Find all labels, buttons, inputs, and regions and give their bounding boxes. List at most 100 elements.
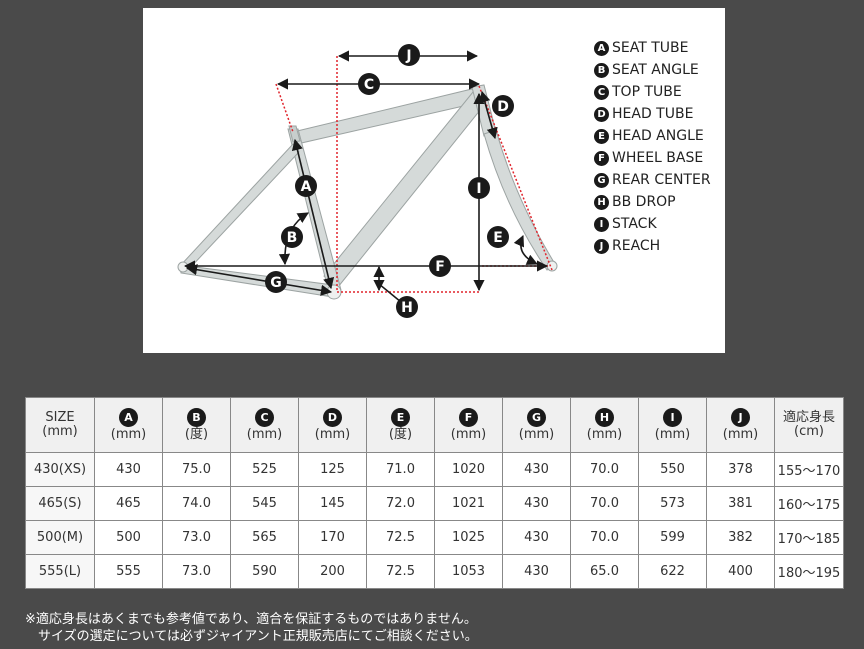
value-cell: 1053 (434, 554, 503, 589)
marker-c: C (358, 73, 380, 95)
value-cell: 125 (298, 452, 367, 487)
header-size: SIZE (mm) (25, 397, 95, 453)
value-cell: 200 (298, 554, 367, 589)
seat-stay-shape (179, 143, 300, 271)
header-badge: A (119, 408, 138, 427)
marker-f: F (429, 255, 451, 277)
legend-label: REAR CENTER (612, 172, 711, 188)
value-cell: 381 (706, 486, 775, 521)
value-cell: 430 (502, 554, 571, 589)
value-cell: 430 (502, 452, 571, 487)
header-badge: I (663, 408, 682, 427)
header-unit: (mm) (110, 427, 147, 442)
header-badge: D (323, 408, 342, 427)
head-angle-arc (513, 234, 539, 265)
header-size-unit: (mm) (42, 424, 78, 439)
marker-b-label: B (287, 230, 298, 246)
marker-i-label: I (476, 181, 481, 197)
value-cell: 565 (230, 520, 299, 555)
disclaimer-note: ※適応身長はあくまでも参考値であり、適合を保証するものではありません。 サイズの… (25, 611, 478, 645)
marker-a: A (295, 175, 317, 197)
value-cell: 65.0 (570, 554, 639, 589)
marker-g: G (265, 271, 287, 293)
legend-label: WHEEL BASE (612, 150, 704, 166)
value-cell: 622 (638, 554, 707, 589)
value-cell: 74.0 (162, 486, 231, 521)
rear-center-dimension-line (185, 264, 333, 296)
value-cell: 378 (706, 452, 775, 487)
header-col-f: F(mm) (434, 397, 503, 453)
header-col-j: J(mm) (706, 397, 775, 453)
header-badge: F (459, 408, 478, 427)
value-cell: 545 (230, 486, 299, 521)
header-height-unit: (cm) (794, 424, 824, 439)
value-cell: 72.0 (366, 486, 435, 521)
chain-stay-shape (179, 264, 334, 298)
legend-label: BB DROP (612, 194, 676, 210)
bb-drop-leader (378, 283, 402, 303)
value-cell: 170 (298, 520, 367, 555)
header-badge: J (731, 408, 750, 427)
header-col-g: G(mm) (502, 397, 571, 453)
value-cell: 430 (94, 452, 163, 487)
value-cell: 500 (94, 520, 163, 555)
note-line-2: サイズの選定については必ずジャイアント正規販売店にてご相談ください。 (25, 629, 478, 644)
marker-d: D (492, 95, 514, 117)
header-unit: (mm) (246, 427, 283, 442)
marker-e-label: E (493, 230, 503, 246)
value-cell: 525 (230, 452, 299, 487)
value-cell: 430 (502, 520, 571, 555)
header-badge: B (187, 408, 206, 427)
value-cell: 1025 (434, 520, 503, 555)
legend-badge-d: D (594, 106, 609, 122)
legend-badge-g: G (594, 172, 609, 188)
header-unit: (mm) (450, 427, 487, 442)
height-cell: 170～185 (774, 520, 844, 555)
legend-badge-i: I (594, 216, 609, 232)
header-col-i: I(mm) (638, 397, 707, 453)
legend-label: HEAD TUBE (612, 106, 694, 122)
header-height-label: 適応身長 (782, 410, 835, 425)
marker-f-label: F (435, 259, 445, 275)
legend-badge-c: C (594, 84, 609, 100)
value-cell: 599 (638, 520, 707, 555)
marker-i: I (468, 177, 490, 199)
value-cell: 72.5 (366, 554, 435, 589)
size-cell: 430(XS) (25, 452, 95, 487)
diagram-markers: J C D A I B E (265, 44, 514, 318)
marker-h: H (396, 296, 418, 318)
value-cell: 382 (706, 520, 775, 555)
header-unit: (度) (388, 427, 413, 442)
legend-badge-h: H (594, 194, 609, 210)
size-cell: 555(L) (25, 554, 95, 589)
value-cell: 465 (94, 486, 163, 521)
legend-badge-b: B (594, 62, 609, 78)
marker-c-label: C (364, 77, 374, 93)
bike-frame-diagram: J C D A I B E (177, 44, 558, 318)
marker-e: E (487, 226, 509, 248)
top-tube-guide (275, 83, 294, 133)
header-unit: (mm) (654, 427, 691, 442)
table-header-row: SIZE (mm) A(mm)B(度)C(mm)D(mm)E(度)F(mm)G(… (25, 397, 844, 453)
legend-label: TOP TUBE (612, 84, 682, 100)
marker-g-label: G (270, 275, 282, 291)
value-cell: 72.5 (366, 520, 435, 555)
header-badge: H (595, 408, 614, 427)
header-col-e: E(度) (366, 397, 435, 453)
rear-dropout-shape (177, 261, 189, 273)
legend-label: SEAT ANGLE (612, 62, 699, 78)
value-cell: 71.0 (366, 452, 435, 487)
header-col-b: B(度) (162, 397, 231, 453)
